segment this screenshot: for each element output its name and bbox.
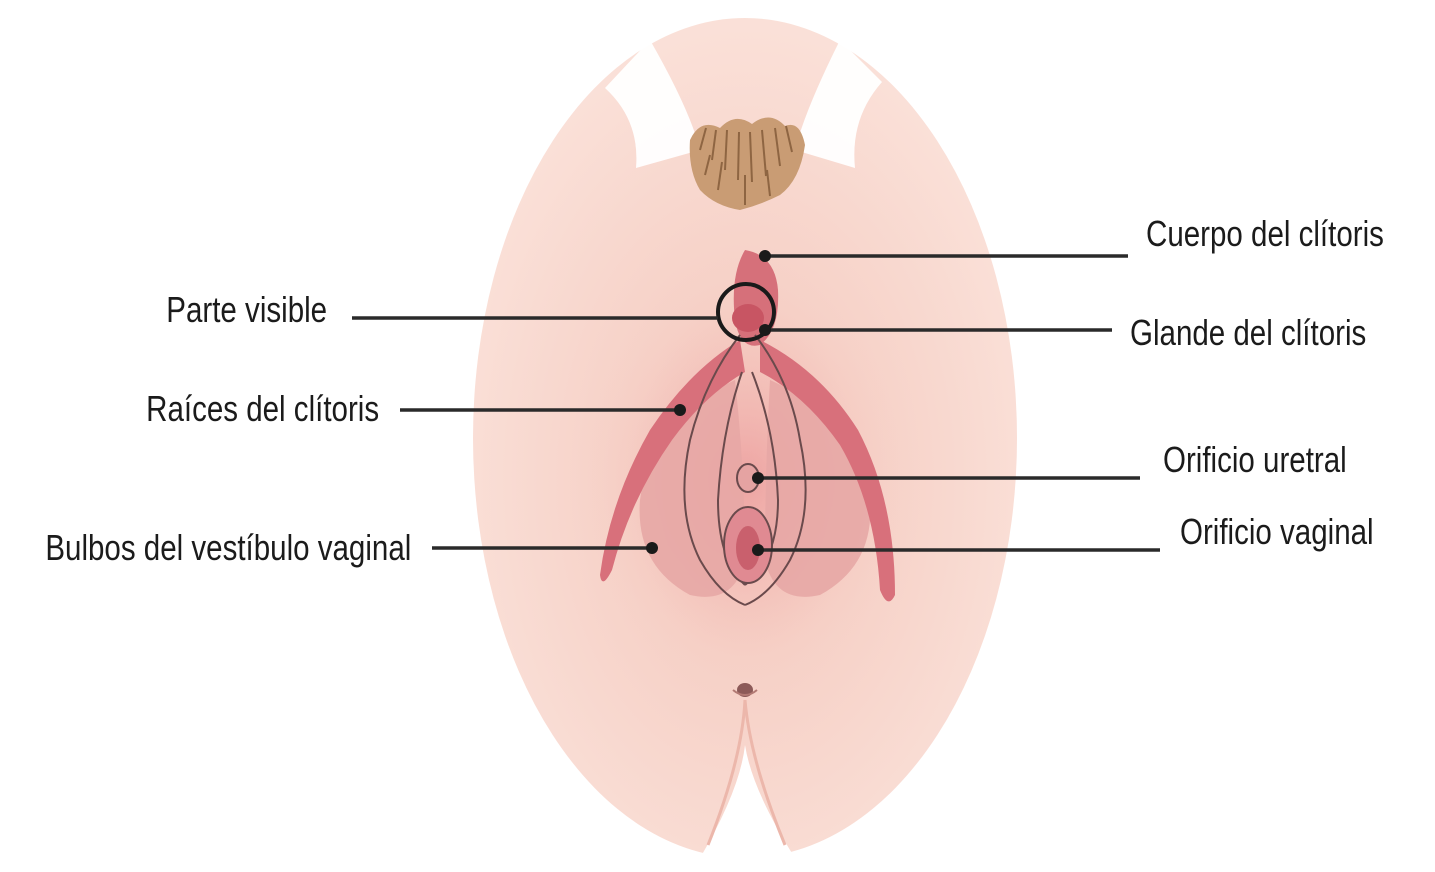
- label-bulbos-vestibulo: Bulbos del vestíbulo vaginal: [45, 528, 411, 568]
- label-cuerpo-clitoris: Cuerpo del clítoris: [1146, 214, 1384, 254]
- dot-cuerpo: [759, 250, 771, 262]
- dot-raices: [674, 404, 686, 416]
- dot-vaginal: [752, 544, 764, 556]
- dot-uretral: [752, 472, 764, 484]
- label-glande-clitoris: Glande del clítoris: [1130, 313, 1366, 353]
- label-parte-visible: Parte visible: [166, 290, 327, 330]
- clitoris-glans: [732, 304, 764, 332]
- dot-bulbos: [646, 542, 658, 554]
- label-orificio-vaginal: Orificio vaginal: [1180, 512, 1374, 552]
- label-raices-clitoris: Raíces del clítoris: [146, 389, 379, 429]
- dot-glande: [759, 324, 771, 336]
- label-orificio-uretral: Orificio uretral: [1163, 440, 1347, 480]
- vaginal-opening: [724, 507, 772, 583]
